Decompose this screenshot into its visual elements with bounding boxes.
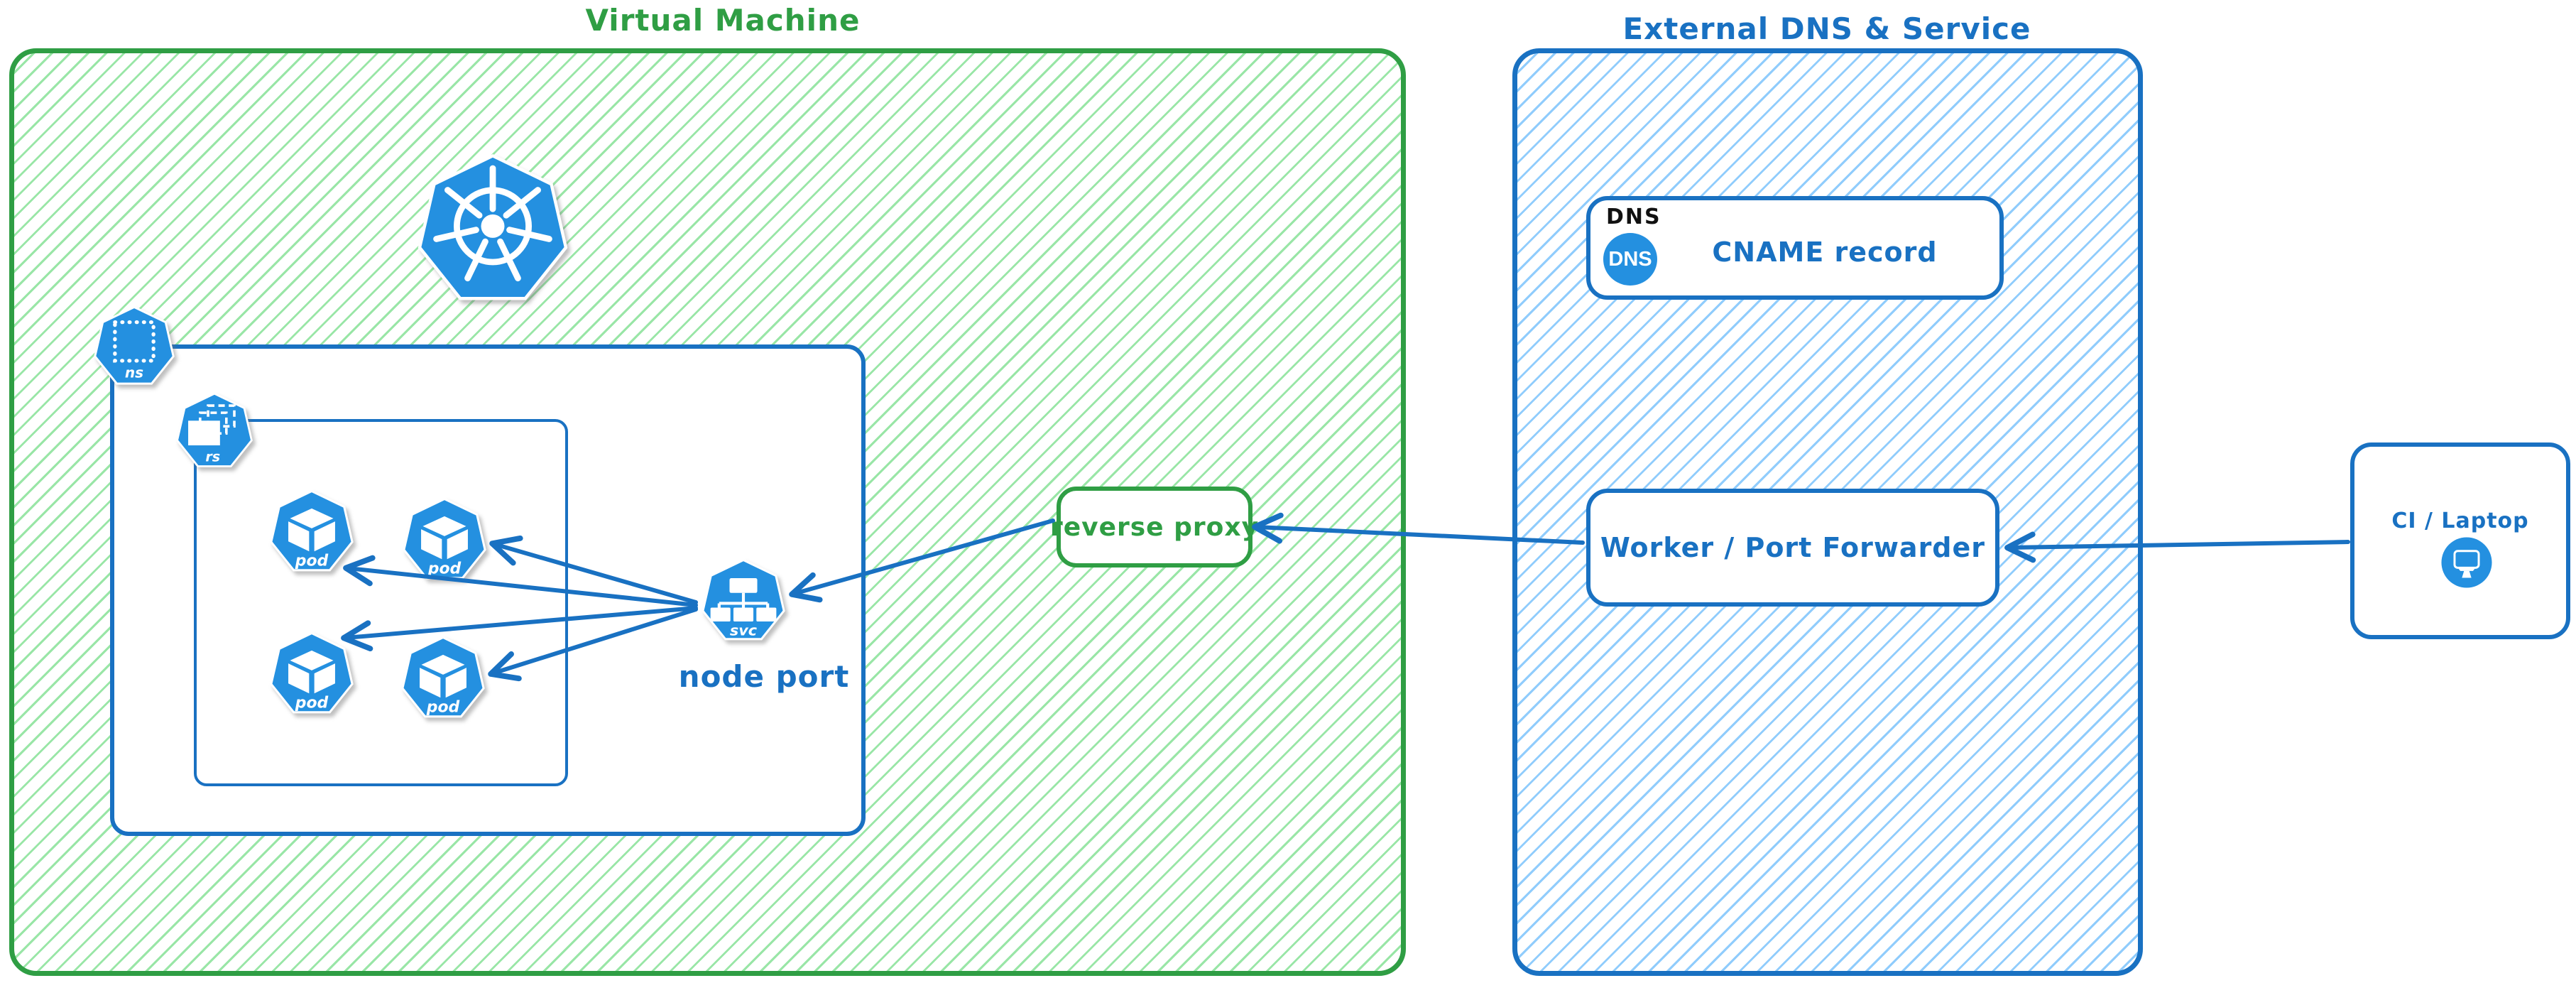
pod-icon-2: pod [401, 497, 488, 584]
kubernetes-logo-icon [415, 149, 571, 313]
service-icon-label: svc [730, 622, 758, 639]
cname-record-label: CNAME record [1712, 237, 1938, 268]
ci-laptop-label: CI / Laptop [2391, 509, 2529, 533]
pod-icon-3: pod [268, 631, 355, 718]
namespace-icon: ns [92, 305, 176, 389]
replicaset-box [194, 419, 568, 786]
pod-icon-label: pod [295, 694, 329, 712]
node-port-label: node port [678, 659, 850, 694]
pod-icon-label: pod [295, 552, 329, 570]
pod-icon-4: pod [400, 636, 486, 722]
pod-icon-label: pod [426, 698, 460, 716]
dns-icon-text: DNS [1608, 247, 1652, 271]
reverse-proxy-box [1057, 487, 1252, 567]
worker-port-forwarder-box [1586, 489, 1999, 607]
namespace-icon-label: ns [125, 364, 143, 381]
dns-tag-label: DNS [1606, 205, 1661, 229]
worker-port-forwarder-label: Worker / Port Forwarder [1600, 532, 1986, 563]
virtual-machine-title: Virtual Machine [585, 3, 861, 38]
pod-icon-1: pod [268, 489, 355, 576]
external-dns-title: External DNS & Service [1622, 11, 2031, 46]
service-icon: svc [700, 558, 787, 645]
monitor-icon [2440, 536, 2493, 589]
replicaset-icon: rs [175, 392, 254, 472]
replicaset-icon-label: rs [205, 449, 220, 465]
cname-record-box [1586, 196, 2004, 300]
pod-icon-label: pod [427, 560, 462, 577]
reverse-proxy-label: reverse proxy [1049, 512, 1260, 542]
dns-icon: DNS [1603, 233, 1657, 286]
